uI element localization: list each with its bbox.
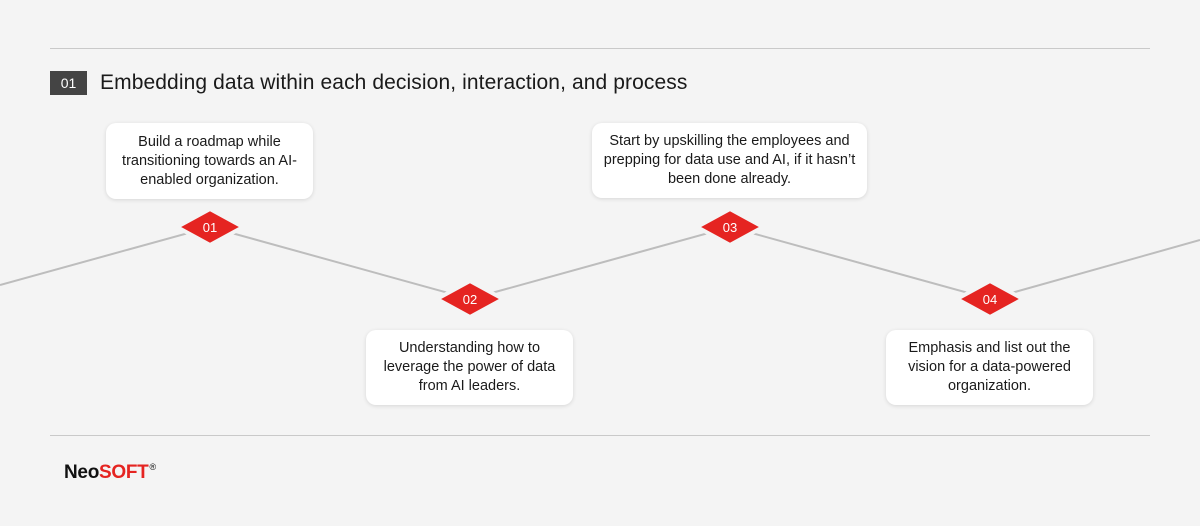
timeline-connector xyxy=(0,225,1200,301)
logo-registered-mark: ® xyxy=(149,462,156,472)
step-node-03: 03 xyxy=(692,206,768,248)
section-header: 01 Embedding data within each decision, … xyxy=(50,70,687,96)
step-node-02: 02 xyxy=(432,278,508,320)
section-number-badge: 01 xyxy=(50,71,87,95)
step-text-02: Understanding how to leverage the power … xyxy=(383,340,556,394)
step-node-01: 01 xyxy=(172,206,248,248)
step-number-02: 02 xyxy=(463,292,477,307)
logo-part-soft: SOFT xyxy=(99,462,149,483)
step-text-04: Emphasis and list out the vision for a d… xyxy=(908,340,1071,394)
step-number-03: 03 xyxy=(723,220,737,235)
step-card-04: Emphasis and list out the vision for a d… xyxy=(886,330,1093,405)
step-number-01: 01 xyxy=(203,220,217,235)
top-divider xyxy=(50,48,1150,49)
neosoft-logo: NeoSOFT® xyxy=(64,462,156,484)
step-text-01: Build a roadmap while transitioning towa… xyxy=(122,133,297,188)
step-node-04: 04 xyxy=(952,278,1028,320)
step-card-02: Understanding how to leverage the power … xyxy=(366,330,573,405)
bottom-divider xyxy=(50,435,1150,436)
step-text-03: Start by upskilling the employees and pr… xyxy=(603,133,856,187)
section-title: Embedding data within each decision, int… xyxy=(100,71,688,94)
step-card-01: Build a roadmap while transitioning towa… xyxy=(106,123,313,199)
step-card-03: Start by upskilling the employees and pr… xyxy=(592,123,867,198)
step-number-04: 04 xyxy=(983,292,997,307)
logo-part-neo: Neo xyxy=(64,462,99,483)
